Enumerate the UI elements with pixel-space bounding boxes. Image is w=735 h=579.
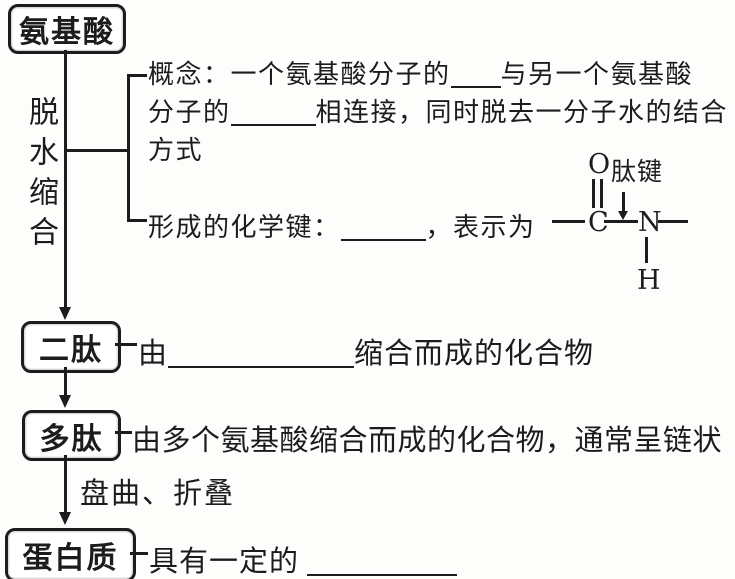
blank-answer-line: [340, 213, 426, 241]
concept-line1-post: 与另一个氨基酸: [500, 59, 694, 89]
dipeptide-post: 缩合而成的化合物: [354, 338, 595, 370]
node-dipeptide-label: 二肽: [39, 334, 103, 367]
concept-line2-pre: 分子的: [148, 97, 231, 127]
coil-fold-text: 盘曲、折叠: [80, 478, 236, 510]
bond-n-h: [645, 237, 648, 263]
bond-label-post: ，表示为: [425, 212, 536, 242]
arrowhead-dipeptide: [59, 307, 71, 320]
polypeptide-line: 由多个氨基酸缩合而成的化合物，通常呈链状: [132, 417, 722, 459]
peptide-bond-arrowhead: [618, 211, 628, 220]
concept-line3-text: 方式: [148, 135, 204, 165]
node-dipeptide: 二肽: [21, 321, 121, 373]
tick-dipeptide: [115, 343, 137, 346]
peptide-bond-label: 肽键: [611, 158, 664, 186]
tick-polypeptide: [115, 431, 132, 434]
concept-line-1: 概念：一个氨基酸分子的 与另一个氨基酸: [148, 54, 693, 91]
node-polypeptide: 多肽: [22, 410, 121, 461]
bracket-tick-concept: [127, 74, 147, 77]
peptide-bond-arrow-line: [622, 192, 625, 212]
node-protein: 蛋白质: [5, 528, 136, 579]
node-amino-acid: 氨基酸: [8, 4, 126, 54]
node-amino-acid-label: 氨基酸: [19, 16, 115, 49]
atom-oxygen: O: [588, 149, 611, 180]
polypeptide-text: 由多个氨基酸缩合而成的化合物，通常呈链状: [132, 425, 723, 457]
concept-line1-pre: 概念：一个氨基酸分子的: [148, 59, 451, 89]
arrowhead-polypeptide: [59, 395, 71, 408]
connector-polypeptide-to-protein: [64, 455, 67, 512]
connector-dipeptide-to-polypeptide: [64, 367, 67, 395]
atom-carbon: C: [588, 207, 609, 238]
protein-pre: 具有一定的: [149, 546, 300, 578]
node-protein-label: 蛋白质: [22, 542, 119, 575]
blank-answer-line: [307, 545, 458, 576]
protein-line: 具有一定的: [149, 538, 458, 579]
bracket-tick-bond: [127, 219, 147, 222]
bond-c-n: [604, 220, 638, 223]
dipeptide-pre: 由: [138, 338, 169, 370]
arrowhead-protein: [59, 512, 71, 525]
edge-label-dehydration: 脱水缩合: [24, 96, 57, 256]
double-bond-line-2: [600, 179, 603, 208]
atom-hydrogen: H: [637, 265, 661, 296]
connector-amino-to-dipeptide: [64, 50, 67, 307]
blank-answer-line: [168, 337, 355, 368]
bond-dash-right: [658, 220, 688, 223]
node-polypeptide-label: 多肽: [39, 422, 104, 456]
connector-branch: [65, 149, 127, 152]
concept-line-2: 分子的 相连接，同时脱去一分子水的结合: [148, 92, 728, 129]
bond-dash-left: [552, 220, 585, 223]
blank-answer-line: [450, 60, 501, 88]
atom-nitrogen: N: [638, 207, 662, 238]
dipeptide-line: 由 缩合而成的化合物: [138, 330, 594, 372]
blank-answer-line: [230, 98, 316, 126]
bond-label-pre: 形成的化学键：: [148, 212, 341, 242]
bracket-line: [127, 74, 130, 222]
double-bond-line-1: [592, 179, 595, 208]
bond-line: 形成的化学键： ，表示为: [148, 207, 536, 244]
concept-line2-post: 相连接，同时脱去一分子水的结合: [315, 97, 729, 127]
tick-protein: [130, 552, 148, 555]
concept-line-3: 方式: [148, 130, 203, 167]
edge-label-coil-fold: 盘曲、折叠: [80, 470, 235, 512]
